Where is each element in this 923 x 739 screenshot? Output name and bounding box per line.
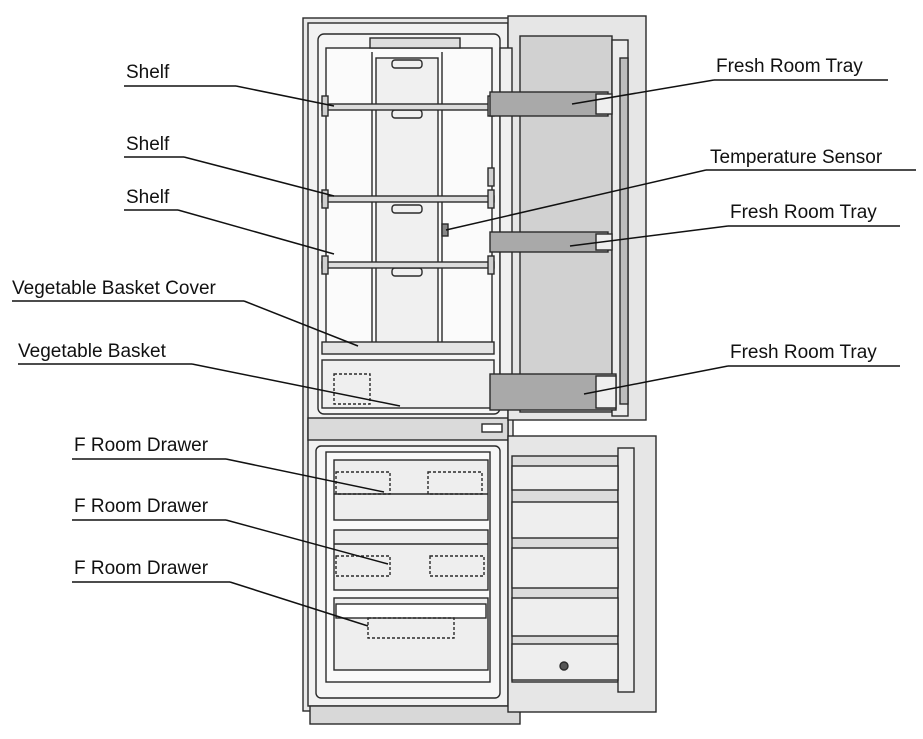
label-shelf-2: Shelf: [126, 134, 170, 155]
fridge-base: [309, 705, 521, 725]
label-temperature-sensor: Temperature Sensor: [710, 147, 883, 168]
label-fresh-room-tray-2: Fresh Room Tray: [730, 202, 877, 223]
label-f-room-drawer-2: F Room Drawer: [74, 496, 209, 517]
shelf-3: [321, 261, 495, 269]
label-shelf-3: Shelf: [126, 187, 170, 208]
shelf-1: [321, 103, 495, 111]
f-room-drawer-2: [333, 529, 489, 591]
label-f-room-drawer-3: F Room Drawer: [74, 558, 209, 579]
fresh-room-tray-2: [489, 231, 609, 253]
label-fresh-room-tray-1: Fresh Room Tray: [716, 56, 863, 77]
label-shelf-1: Shelf: [126, 62, 170, 83]
label-vegetable-basket-cover: Vegetable Basket Cover: [12, 278, 216, 299]
vegetable-basket: [321, 359, 495, 409]
f-room-drawer-1: [333, 459, 489, 521]
label-f-room-drawer-1: F Room Drawer: [74, 435, 209, 456]
divider-bar: [307, 417, 509, 441]
door-badge-icon: [559, 661, 569, 671]
vegetable-basket-cover: [321, 341, 495, 355]
fresh-room-tray-1: [489, 91, 609, 117]
label-vegetable-basket: Vegetable Basket: [18, 341, 166, 362]
label-fresh-room-tray-3: Fresh Room Tray: [730, 342, 877, 363]
shelf-2: [321, 195, 495, 203]
